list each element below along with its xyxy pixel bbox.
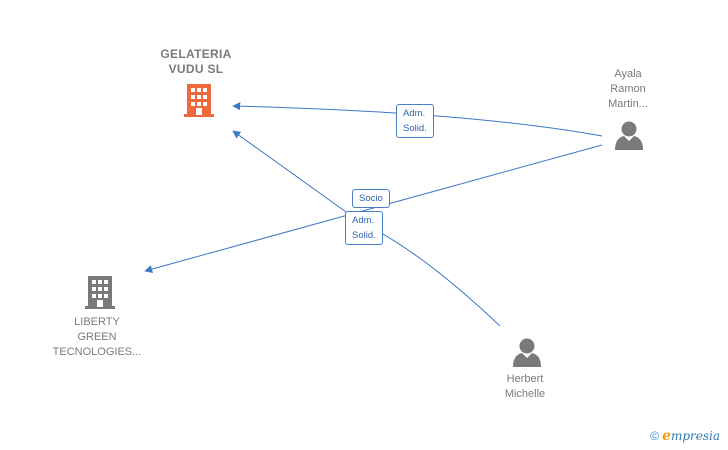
relation-badge-herbert-gelateria[interactable]: Adm. Solid.: [345, 211, 383, 245]
relation-badge-ayala-liberty[interactable]: Socio Ú...: [352, 189, 390, 208]
edge-ayala-gelateria[interactable]: [232, 102, 603, 137]
person-icon: [615, 121, 643, 150]
brand-initial: e: [662, 428, 671, 444]
brand-footer: © empresia: [650, 428, 720, 444]
copyright-symbol: ©: [650, 429, 660, 443]
person-icon: [513, 338, 541, 367]
building-icon: [85, 276, 115, 309]
brand-rest: mpresia: [670, 429, 720, 443]
node-label-ayala[interactable]: Ayala Ramon Martin...: [608, 68, 648, 110]
relation-badge-ayala-gelateria[interactable]: Adm. Solid.: [396, 104, 434, 138]
node-label-gelateria[interactable]: GELATERIA VUDU SL: [160, 47, 232, 76]
building-icon: [184, 84, 214, 117]
empresia-logo[interactable]: empresia: [662, 428, 720, 444]
edge-ayala-liberty[interactable]: [144, 144, 603, 273]
node-label-herbert[interactable]: Herbert Michelle: [504, 373, 546, 400]
node-label-liberty[interactable]: LIBERTY GREEN TECNOLOGIES...: [52, 316, 142, 358]
